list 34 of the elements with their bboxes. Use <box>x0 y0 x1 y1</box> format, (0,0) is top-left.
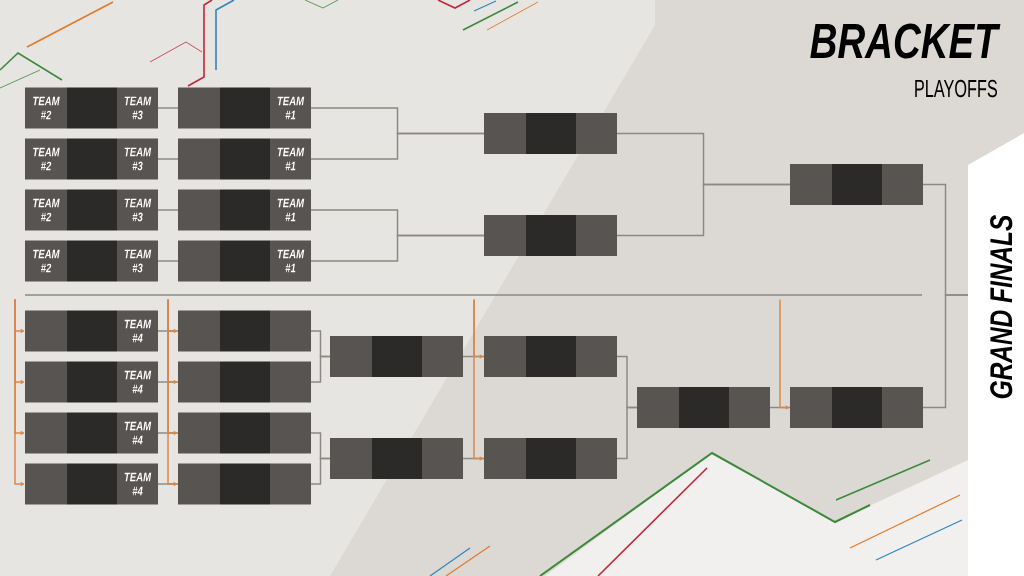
team-slot: TEAM #3 <box>117 240 158 282</box>
team-slot: TEAM #4 <box>117 361 158 403</box>
bracket-line <box>157 260 179 262</box>
bracket-line <box>922 294 969 409</box>
team-slot: TEAM #2 <box>25 189 67 231</box>
team-slot: TEAM #1 <box>270 240 311 282</box>
arrow <box>473 298 484 461</box>
arrow <box>14 298 25 486</box>
subtitle: PLAYOFFS <box>915 79 997 98</box>
team-slot: TEAM #4 <box>117 412 158 454</box>
team-slot: TEAM #1 <box>270 189 311 231</box>
team-slot: TEAM #4 <box>117 310 158 352</box>
bracket-line <box>157 209 179 211</box>
team-slot: TEAM #1 <box>270 138 311 180</box>
title: BRACKET <box>810 23 1001 59</box>
team-slot: TEAM #3 <box>117 138 158 180</box>
bracket-line <box>310 132 485 160</box>
finals-panel: GRAND FINALS <box>968 133 1024 576</box>
team-slot: TEAM #2 <box>25 87 67 129</box>
team-slot: TEAM #3 <box>117 87 158 129</box>
bracket-line <box>616 183 791 237</box>
bracket-line <box>310 457 331 485</box>
bracket-line <box>616 406 638 460</box>
arrow <box>167 298 178 486</box>
team-slot: TEAM #1 <box>270 87 311 129</box>
team-slot: TEAM #4 <box>117 463 158 505</box>
team-slot: TEAM #2 <box>25 138 67 180</box>
bracket-line <box>157 158 179 160</box>
bracket-line <box>310 234 485 262</box>
bracket-line <box>310 355 331 383</box>
bracket-line <box>157 107 179 109</box>
arrow <box>779 298 790 410</box>
team-slot: TEAM #3 <box>117 189 158 231</box>
team-slot: TEAM #2 <box>25 240 67 282</box>
